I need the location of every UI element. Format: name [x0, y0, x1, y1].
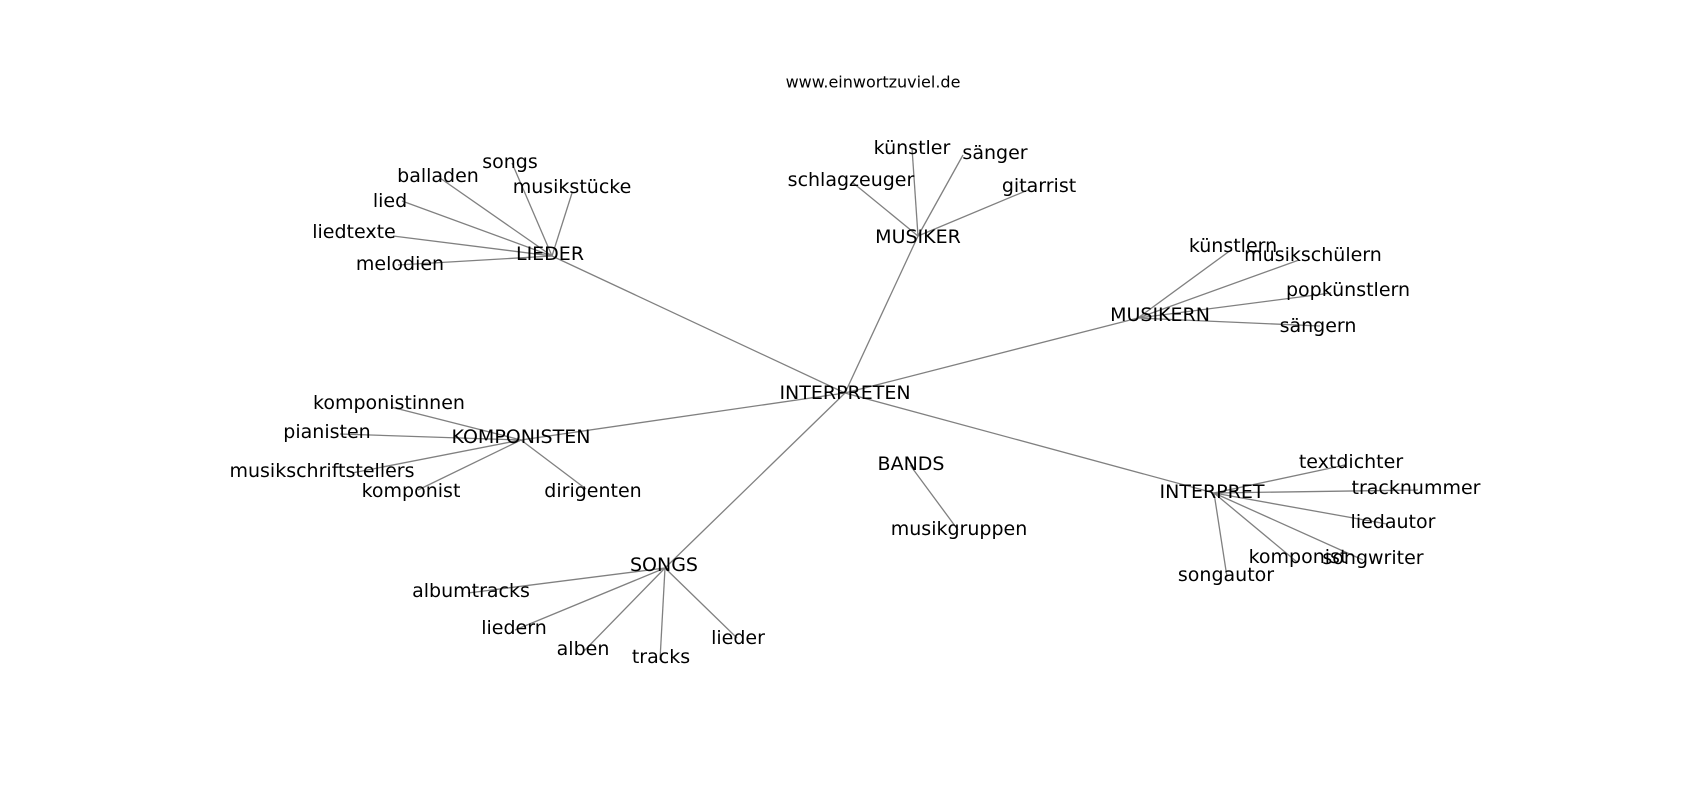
- edge-root-interpret: [844, 392, 1215, 494]
- leaf-node-komponisten-pianisten: pianisten: [283, 421, 370, 443]
- edge-root-musikern: [844, 317, 1139, 394]
- leaf-node-songs-liedern: liedern: [481, 617, 547, 639]
- leaf-node-komponisten-komponistinnen: komponistinnen: [313, 392, 465, 414]
- edge-root-musiker: [844, 235, 919, 394]
- edge-lieder-balladen: [439, 177, 553, 257]
- leaf-node-komponisten-musikschriftstellers: musikschriftstellers: [229, 460, 414, 482]
- edge-musiker-sanger: [917, 154, 964, 237]
- edge-musiker-schlagzeuger: [851, 181, 919, 237]
- leaf-node-musiker-sanger: sänger: [962, 142, 1027, 164]
- edge-musikern-musikschulern: [1137, 259, 1300, 319]
- hub-node-musikern: MUSIKERN: [1110, 304, 1210, 326]
- edge-root-lieder: [551, 255, 846, 394]
- leaf-node-komponisten-dirigenten: dirigenten: [544, 480, 641, 502]
- leaf-node-komponisten-komponist: komponist: [362, 480, 461, 502]
- leaf-node-musikern-popkunstlern: popkünstlern: [1286, 279, 1410, 301]
- edge-musikern-popkunstlern: [1137, 292, 1332, 319]
- leaf-node-musikern-musikschulern: musikschülern: [1244, 244, 1382, 266]
- leaf-node-interpret-komponist: komponist: [1249, 546, 1348, 568]
- leaf-node-musikern-sangern: sängern: [1280, 315, 1357, 337]
- leaf-node-songs-lieder: lieder: [711, 627, 765, 649]
- leaf-node-lieder-balladen: balladen: [397, 165, 479, 187]
- leaf-node-interpret-songwriter: songwriter: [1322, 547, 1423, 569]
- leaf-node-interpret-songautor: songautor: [1178, 564, 1274, 586]
- hub-node-bands: BANDS: [878, 453, 945, 475]
- leaf-node-songs-tracks: tracks: [632, 646, 690, 668]
- edge-lieder-melodien: [397, 255, 553, 266]
- root-node-label: INTERPRETEN: [779, 382, 910, 404]
- edge-root-komponisten: [520, 392, 846, 441]
- leaf-node-musiker-kunstler: künstler: [874, 137, 951, 159]
- edge-interpret-liedautor: [1213, 492, 1388, 525]
- hub-node-lieder: LIEDER: [516, 243, 584, 265]
- edge-songs-lieder: [664, 567, 738, 639]
- edge-lieder-lied: [401, 200, 553, 257]
- leaf-node-musiker-gitarrist: gitarrist: [1002, 175, 1076, 197]
- hub-node-komponisten: KOMPONISTEN: [452, 426, 591, 448]
- edge-lieder-musikstucke: [551, 192, 573, 257]
- edge-interpret-komponist: [1213, 492, 1298, 563]
- hub-node-interpret: INTERPRET: [1160, 481, 1265, 503]
- leaf-node-lieder-melodien: melodien: [356, 253, 444, 275]
- edge-musikern-sangern: [1137, 317, 1321, 327]
- edge-musikern-kunstlern: [1137, 249, 1232, 319]
- edge-songs-tracks: [659, 567, 666, 661]
- edge-komponisten-komponistinnen: [390, 406, 522, 441]
- leaf-node-interpret-liedautor: liedautor: [1351, 511, 1436, 533]
- leaf-node-interpret-tracknummer: tracknummer: [1352, 477, 1481, 499]
- edge-songs-alben: [582, 567, 666, 653]
- edge-interpret-tracknummer: [1213, 489, 1419, 494]
- leaf-node-lieder-musikstucke: musikstücke: [513, 176, 632, 198]
- edge-musiker-kunstler: [911, 147, 919, 237]
- hub-node-musiker: MUSIKER: [875, 226, 961, 248]
- edges-layer: [339, 147, 1419, 661]
- edge-songs-liedern: [514, 567, 666, 631]
- edge-songs-albumtracks: [467, 567, 666, 594]
- edge-lieder-liedtexte: [392, 235, 553, 257]
- edge-interpret-songautor: [1213, 492, 1228, 578]
- edge-lieder-songs: [511, 162, 553, 257]
- edge-komponisten-musikschriftstellers: [351, 439, 522, 474]
- site-title: www.einwortzuviel.de: [786, 73, 961, 92]
- edge-bands-musikgruppen: [909, 464, 959, 531]
- edge-komponisten-pianisten: [339, 433, 522, 441]
- leaf-node-musikern-kunstlern: künstlern: [1189, 235, 1277, 257]
- edge-komponisten-komponist: [417, 439, 522, 491]
- leaf-node-lieder-lied: lied: [373, 190, 407, 212]
- leaf-node-songs-alben: alben: [557, 638, 610, 660]
- edge-komponisten-dirigenten: [520, 439, 587, 490]
- leaf-node-interpret-textdichter: textdichter: [1299, 451, 1403, 473]
- leaf-node-lieder-liedtexte: liedtexte: [312, 221, 396, 243]
- leaf-node-musiker-schlagzeuger: schlagzeuger: [788, 169, 915, 191]
- leaf-node-songs-albumtracks: albumtracks: [412, 580, 530, 602]
- labels-layer: INTERPRETEN MUSIKER künstler sänger schlagze…: [229, 137, 1480, 668]
- hub-node-songs: SONGS: [630, 554, 698, 576]
- edge-interpret-textdichter: [1213, 464, 1346, 494]
- edge-interpret-songwriter: [1213, 492, 1364, 561]
- leaf-node-lieder-songs: songs: [482, 151, 538, 173]
- edge-root-songs: [664, 392, 846, 569]
- leaf-node-bands-musikgruppen: musikgruppen: [891, 518, 1028, 540]
- edge-musiker-gitarrist: [917, 189, 1029, 237]
